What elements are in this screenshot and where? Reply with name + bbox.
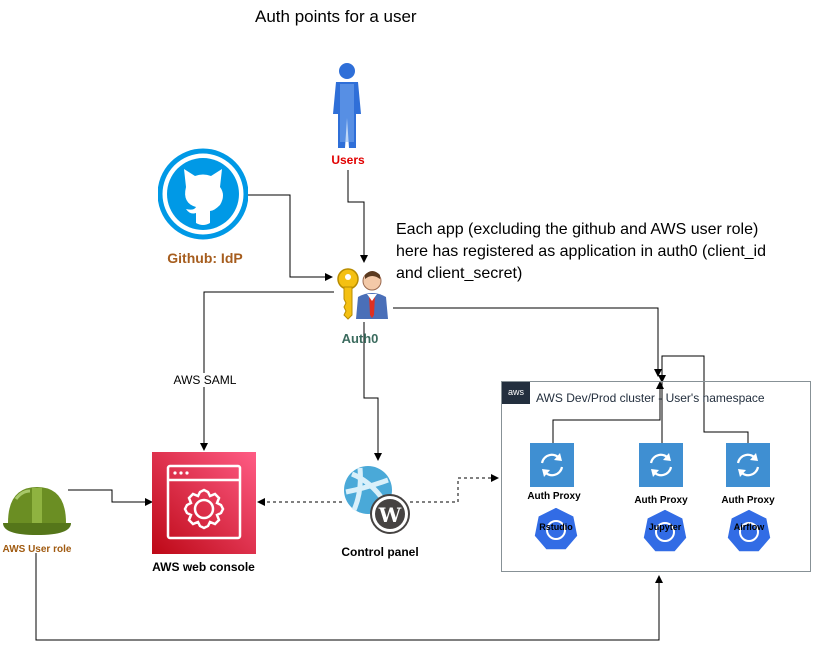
control-panel-label: Control panel xyxy=(341,545,419,559)
edge-control-cluster xyxy=(410,474,499,503)
app-label-airflow: Airflow xyxy=(733,522,765,532)
sync-icon[interactable] xyxy=(530,443,574,487)
edge-auth0-control xyxy=(363,322,382,461)
aws-user-role-label: AWS User role xyxy=(2,544,72,555)
aws-cluster-group: aws AWS Dev/Prod cluster - User's namesp… xyxy=(501,381,811,572)
console-gear-icon[interactable] xyxy=(152,452,256,554)
aws-saml-label: AWS SAML xyxy=(160,373,250,387)
auth0-label: Auth0 xyxy=(341,331,379,346)
auth-proxy-label-airflow: Auth Proxy xyxy=(721,495,775,506)
github-icon[interactable] xyxy=(158,143,248,245)
auth0-key-user-icon[interactable] xyxy=(334,263,394,323)
edge-role-console xyxy=(68,489,153,506)
web-app-icon[interactable]: W xyxy=(342,462,412,536)
auth-proxy-label-rstudio: Auth Proxy xyxy=(527,491,581,502)
sync-icon[interactable] xyxy=(726,443,770,487)
app-label-rstudio: Rstudio xyxy=(539,522,573,532)
edge-auth0-console xyxy=(200,291,334,451)
edge-users-auth0 xyxy=(347,170,368,263)
diagram-title: Auth points for a user xyxy=(255,7,417,26)
registration-note: Each app (excluding the github and AWS u… xyxy=(396,221,767,282)
kubernetes-icon[interactable] xyxy=(533,505,579,551)
app-label-jupyter: Jupyter xyxy=(648,522,682,532)
users-label: Users xyxy=(331,153,365,167)
edge-role-cluster xyxy=(35,553,663,641)
aws-web-console-label: AWS web console xyxy=(152,560,255,574)
kubernetes-icon[interactable] xyxy=(642,507,688,553)
user-figure-icon[interactable] xyxy=(330,62,364,150)
edge-github-auth0 xyxy=(247,194,333,281)
edge-airflow-proxy xyxy=(658,355,749,443)
auth-proxy-label-jupyter: Auth Proxy xyxy=(634,495,688,506)
edge-rstudio-proxy xyxy=(552,381,664,443)
wordpress-icon: W xyxy=(378,503,402,527)
aws-logo-icon: aws xyxy=(502,382,530,404)
cluster-title: AWS Dev/Prod cluster - User's namespace xyxy=(536,391,765,405)
sync-icon[interactable] xyxy=(639,443,683,487)
hard-hat-icon[interactable] xyxy=(2,479,72,543)
kubernetes-icon[interactable] xyxy=(726,507,772,553)
github-label: Github: IdP xyxy=(167,250,243,266)
edge-auth0-cluster xyxy=(393,307,662,377)
